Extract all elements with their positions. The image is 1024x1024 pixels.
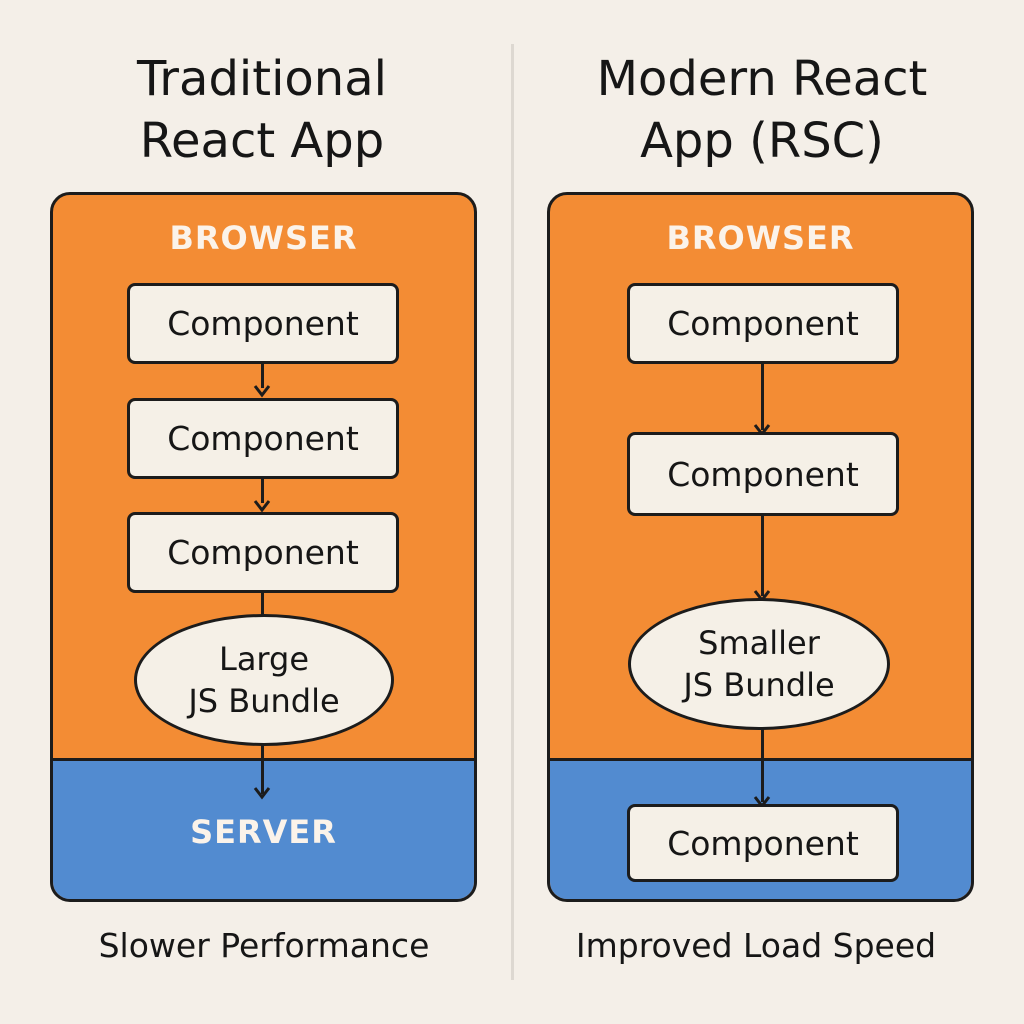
right-component-1: Component [627,283,899,364]
right-js-bundle: Smaller JS Bundle [628,598,890,730]
left-bundle-line2: JS Bundle [188,682,340,720]
left-js-bundle: Large JS Bundle [134,614,394,746]
left-arrowhead-4 [253,787,271,800]
left-browser-label: BROWSER [169,219,358,257]
column-divider [511,44,514,980]
right-connector-1 [761,362,764,430]
left-component-1: Component [127,283,399,364]
left-server-label: SERVER [190,813,337,851]
right-browser-label: BROWSER [666,219,855,257]
right-title-line1: Modern React [596,51,928,107]
right-caption: Improved Load Speed [575,926,937,965]
left-component-3: Component [127,512,399,593]
left-title: Traditional React App [82,48,442,172]
right-server-component: Component [627,804,899,882]
right-component-2: Component [627,432,899,516]
right-title: Modern React App (RSC) [572,48,952,172]
right-title-line2: App (RSC) [640,113,884,169]
right-connector-3 [761,728,764,802]
left-component-2: Component [127,398,399,479]
left-arrowhead-1 [253,385,271,398]
left-arrowhead-2 [253,500,271,513]
right-bundle-line2: JS Bundle [683,666,835,704]
left-connector-2 [261,477,264,503]
left-connector-4 [261,744,264,794]
left-connector-1 [261,362,264,388]
left-connector-3 [261,591,264,617]
left-bundle-line1: Large [218,640,310,678]
left-caption: Slower Performance [98,926,430,965]
left-title-line2: React App [139,113,385,169]
left-title-line1: Traditional [137,51,387,107]
right-bundle-line1: Smaller [698,624,820,662]
right-connector-2 [761,514,764,596]
